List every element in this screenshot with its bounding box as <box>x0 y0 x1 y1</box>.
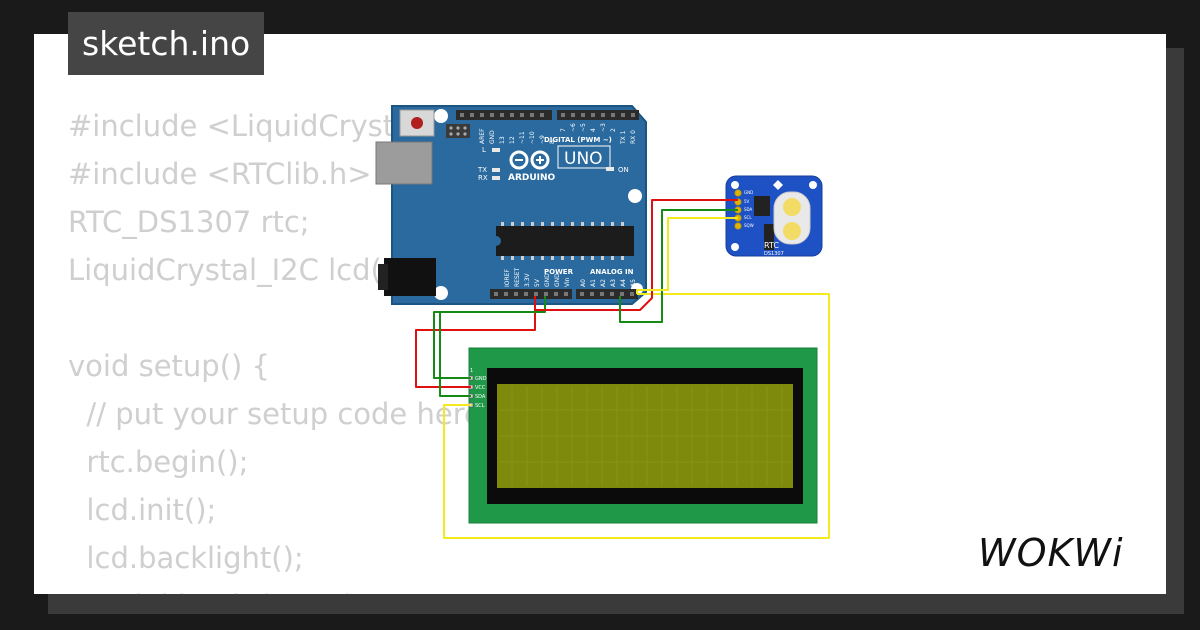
pin-label: AREF <box>479 128 486 144</box>
code-line: lcd.init(); <box>68 493 217 527</box>
pin-label: A3 <box>610 279 617 287</box>
mounting-hole <box>731 243 739 251</box>
rtc-chip-label: DS1307 <box>764 251 784 257</box>
tx-led-label: TX <box>477 166 487 174</box>
code-line: lcd.backlight(); <box>68 541 304 575</box>
pin-label: 2 <box>610 128 617 132</box>
pin-label: A0 <box>580 279 587 287</box>
wire-lcd-sda[interactable] <box>439 311 545 397</box>
rtc-pin-label: 5V <box>744 199 750 204</box>
mounting-hole <box>809 181 817 189</box>
pin-label: A5 <box>630 279 637 287</box>
code-line: #include <RTClib.h> <box>68 157 372 191</box>
pin-label: Vin <box>564 277 571 287</box>
wire-rtc-scl[interactable] <box>636 217 738 294</box>
digital-pin-header <box>456 110 639 120</box>
analog-header-label: ANALOG IN <box>590 268 634 276</box>
lcd-pin-marker: 1 <box>470 368 473 374</box>
lcd-character-grid <box>499 386 791 486</box>
arduino-brand: ARDUINO <box>508 173 556 183</box>
pin-label: A2 <box>600 279 607 287</box>
power-pin-header <box>490 289 572 299</box>
code-line: rtc.begin(); <box>68 445 249 479</box>
rtc-pin-label: GND <box>744 190 753 195</box>
pin-label: 12 <box>509 136 516 144</box>
wire-lcd-scl[interactable] <box>443 293 830 539</box>
icsp-header <box>446 124 470 138</box>
lcd-pin-label: SCL <box>475 403 485 409</box>
wire-rtc-5v[interactable] <box>535 199 738 311</box>
analog-pin-header <box>576 289 638 299</box>
model-frame <box>557 145 611 169</box>
sketch-file-tab[interactable]: sketch.ino <box>68 12 265 75</box>
pin-label: 3.3V <box>524 272 531 287</box>
rtc-label: RTC <box>764 241 779 250</box>
pin-label: A4 <box>620 279 627 287</box>
power-header-label: POWER <box>544 268 574 276</box>
arduino-model: UNO <box>564 149 603 169</box>
pin-label: A1 <box>590 279 597 287</box>
arduino-uno-board[interactable]: AREF GND 13 12 ~11 ~10 ~9 8 7 ~6 ~5 4 ~3… <box>375 105 647 305</box>
l-led-label: L <box>482 146 486 154</box>
code-line: Serial.begin(9600); <box>68 582 676 594</box>
mounting-hole <box>731 181 739 189</box>
pin-label: IOREF <box>504 269 511 287</box>
pin-label: GND <box>554 273 561 287</box>
coin-battery-holder <box>773 191 811 245</box>
mounting-hole <box>434 286 448 300</box>
lcd-2004-i2c-module[interactable]: 1 GND VCC SDA SCL <box>468 347 818 524</box>
pin-label: 4 <box>590 128 597 132</box>
code-line: void setup() { <box>68 349 270 383</box>
digital-header-label: DIGITAL (PWM ~) <box>544 136 612 144</box>
power-jack <box>378 258 436 296</box>
usb-port <box>375 141 433 185</box>
atmega-chip <box>496 222 634 260</box>
rtc-pin-label: SDA <box>744 207 753 212</box>
star-logo-icon <box>773 180 783 190</box>
lcd-pin-label: SDA <box>475 394 486 400</box>
pin-label: 7 <box>560 128 567 132</box>
crystal <box>764 224 774 250</box>
rtc-ds1307-module[interactable]: GND 5V SDA SCL SQW RTC DS1307 <box>725 175 823 257</box>
pin-label: RESET <box>514 267 521 287</box>
rtc-pin-label: SCL <box>744 215 752 220</box>
pin-label: ~5 <box>580 123 587 132</box>
wire-lcd-gnd[interactable] <box>433 296 546 379</box>
lcd-pin-label: VCC <box>475 385 486 391</box>
rx-led-label: RX <box>478 174 488 182</box>
wire-lcd-vcc[interactable] <box>415 296 536 388</box>
pin-label: ~9 <box>539 135 546 144</box>
wire-rtc-gnd[interactable] <box>619 209 738 323</box>
pin-label: ~10 <box>529 131 536 144</box>
l-led <box>492 148 500 152</box>
pin-label: ~6 <box>570 123 577 132</box>
arduino-logo-icon <box>509 150 550 170</box>
wokwi-logo-text: WOKWi <box>978 531 1124 575</box>
rtc-chip <box>754 196 770 216</box>
tx-led <box>492 168 500 172</box>
pin-label: ~3 <box>600 123 607 132</box>
mounting-hole <box>434 109 448 123</box>
pin-label: 5V <box>534 278 541 287</box>
rtc-pin-label: SQW <box>744 223 754 228</box>
pin-label: 8 <box>549 140 556 144</box>
lcd-pin-label: GND <box>475 376 487 382</box>
pin-label: RX 0 <box>630 130 637 144</box>
mounting-hole <box>628 189 642 203</box>
pin-label: ~11 <box>519 131 526 144</box>
pin-label: GND <box>544 273 551 287</box>
on-led <box>606 167 614 171</box>
on-led-label: ON <box>618 166 629 174</box>
pin-label: TX 1 <box>620 130 627 145</box>
reset-button[interactable] <box>399 109 435 137</box>
code-line: RTC_DS1307 rtc; <box>68 205 310 239</box>
wokwi-logo: WOKWi <box>978 531 1124 575</box>
rx-led <box>492 176 500 180</box>
pin-label: GND <box>489 130 496 144</box>
pin-label: 13 <box>499 136 506 144</box>
